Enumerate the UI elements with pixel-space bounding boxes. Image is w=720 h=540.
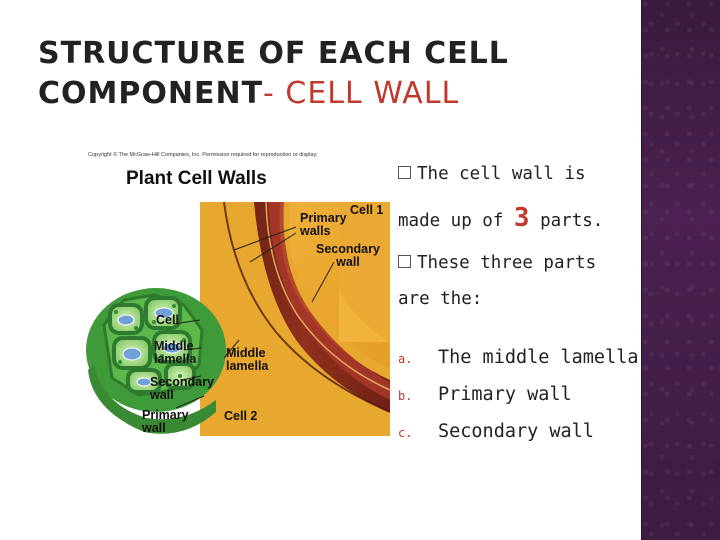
title-line-2: COMPONENT [38, 76, 264, 111]
emphasis-number: 3 [513, 203, 530, 233]
label-cell-1: Cell 1 [350, 203, 384, 217]
plant-cell-walls-figure: Copyright © The McGraw-Hill Companies, I… [84, 150, 404, 440]
slide-title: STRUCTURE OF EACH CELL COMPONENT- CELL W… [38, 34, 638, 114]
cell-cluster [86, 288, 226, 434]
label-secondary-wall: Secondary wall [316, 242, 380, 269]
figure-credit: Copyright © The McGraw-Hill Companies, I… [88, 152, 318, 158]
cell-wall-illustration [86, 201, 391, 436]
bullet-box-icon [398, 254, 411, 268]
bullet-1: The cell wall is made up of 3 parts. [398, 164, 604, 233]
label-middle-lamella-left: Middle lamella [154, 339, 197, 366]
label-middle-lamella-center: Middle lamella [226, 346, 269, 373]
decorative-sidebar [641, 0, 720, 540]
parts-list: a.The middle lamella b.Primary wall c.Se… [398, 340, 638, 451]
bullet-2: These three parts are the: [398, 253, 597, 309]
title-line-1: STRUCTURE OF EACH CELL [38, 36, 509, 71]
label-primary-wall-left: Primary wall [142, 408, 189, 435]
list-item: a.The middle lamella [398, 347, 639, 368]
label-cell-2: Cell 2 [224, 409, 258, 423]
list-item: c.Secondary wall [398, 421, 594, 442]
label-cell: Cell [156, 313, 179, 327]
title-accent: - CELL WALL [263, 76, 460, 111]
label-secondary-wall-left: Secondary wall [150, 375, 214, 402]
bullet-list: The cell wall is made up of 3 parts. The… [398, 152, 638, 317]
label-primary-walls: Primary walls [300, 211, 347, 238]
figure-title: Plant Cell Walls [126, 168, 267, 189]
micrograph-panel [200, 201, 391, 436]
list-item: b.Primary wall [398, 384, 572, 405]
bullet-box-icon [398, 165, 411, 179]
